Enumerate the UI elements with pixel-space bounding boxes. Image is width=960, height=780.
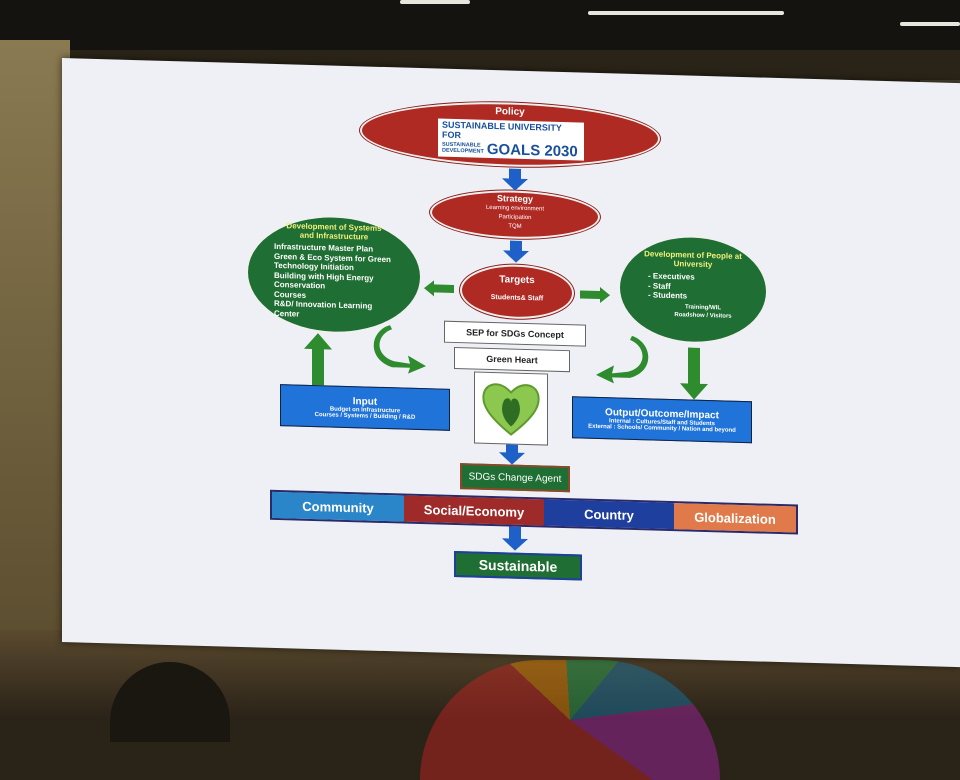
ceiling-light	[900, 22, 960, 26]
systems-item: R&D/ Innovation Learning Center	[274, 298, 373, 319]
logo-goals: GOALS 2030	[486, 140, 578, 160]
arrow-policy-to-strategy	[502, 168, 528, 191]
sustainable-box: Sustainable	[454, 550, 582, 581]
input-title: Input	[352, 395, 378, 408]
logo-line-2: SUSTAINABLE DEVELOPMENT GOALS 2030	[442, 139, 578, 160]
curved-arrow-right	[596, 335, 649, 384]
people-title: Development of People at University	[644, 249, 742, 270]
sep-concept-box: SEP for SDGs Concept	[444, 320, 586, 347]
heart-icon	[482, 383, 540, 436]
systems-item: Green & Eco System for Green Technology …	[274, 251, 391, 273]
arrow-strategy-to-targets	[503, 240, 529, 263]
bar-country: Country	[544, 499, 674, 530]
arrow-left-to-systems	[424, 280, 454, 297]
systems-item: Building with High Energy Conservation	[274, 270, 374, 291]
bar-social-economy: Social/Economy	[404, 495, 544, 526]
wall-left	[0, 40, 70, 640]
targets-ellipse	[460, 263, 574, 321]
arrow-heart-to-agent	[499, 444, 525, 465]
ceiling	[0, 0, 960, 50]
output-box: Output/Outcome/Impact Internal : Culture…	[572, 396, 752, 444]
input-box: Input Budget on Infrastructure Courses /…	[280, 384, 450, 431]
impact-bar: Community Social/Economy Country Globali…	[270, 489, 798, 535]
arrow-bar-to-sustainable	[502, 526, 528, 551]
people-list: - Executives - Staff - Students	[648, 271, 738, 302]
arrow-input-up-to-systems	[304, 333, 332, 386]
logo-small-text: SUSTAINABLE DEVELOPMENT	[442, 142, 484, 155]
arrow-right-to-people	[580, 287, 610, 304]
logo-development: DEVELOPMENT	[442, 147, 484, 155]
people-note: Training/WIL Roadshow / Visitors	[674, 304, 732, 320]
systems-title: Development of Systems and Infrastructur…	[286, 221, 382, 242]
projection-screen: Policy SUSTAINABLE UNIVERSITY FOR SUSTAI…	[62, 58, 960, 668]
input-detail: Courses / Systems / Building / R&D	[314, 411, 416, 421]
green-heart-label: Green Heart	[454, 346, 570, 373]
sdgs-change-agent-box: SDGs Change Agent	[460, 463, 570, 493]
bar-community: Community	[272, 491, 404, 522]
green-heart-image	[474, 371, 548, 446]
ceiling-light	[400, 0, 470, 4]
curved-arrow-left	[373, 325, 426, 374]
systems-list: Infrastructure Master Plan Green & Eco S…	[274, 242, 394, 321]
ceiling-light	[588, 11, 784, 15]
sdg-logo-banner: SUSTAINABLE UNIVERSITY FOR SUSTAINABLE D…	[438, 118, 584, 161]
arrow-people-down-to-output	[680, 347, 708, 400]
bar-globalization: Globalization	[674, 503, 796, 533]
